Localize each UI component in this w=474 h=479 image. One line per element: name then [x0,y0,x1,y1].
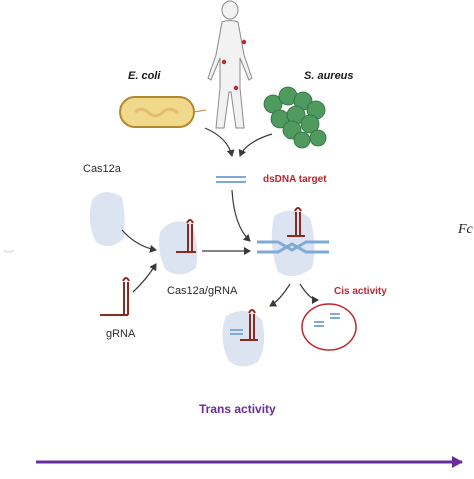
cis-activity-label: Cis activity [334,286,387,297]
cas12a-grna-complex [158,219,198,275]
edge-artifact [3,249,15,253]
arrow-grna-to-complex [132,263,157,293]
arrow-to-cis-cleavage [299,283,319,304]
e-coli-bacterium [119,96,207,128]
arrow-to-trans-cleavage [269,283,291,307]
s-aureus-label: S. aureus [304,70,354,82]
infection-site-marker [233,85,239,91]
dsdna-target-label: dsDNA target [263,174,327,185]
figure-label-fragment: Fc [458,222,473,237]
infection-site-marker [221,59,227,65]
cas12a-target-bound-complex [257,207,329,277]
cas12a-trans-active [222,309,265,367]
cis-cleavage-circle [301,303,357,351]
infection-site-marker [241,39,247,45]
arrow-ecoli-to-target [204,127,235,157]
s-aureus-cluster [263,86,327,149]
e-coli-label: E. coli [128,70,161,82]
arrow-target-to-bound [231,189,251,242]
dsdna-target-icon [216,176,246,183]
cas12a-enzyme-blob [89,192,125,247]
trans-activity-label: Trans activity [199,402,276,416]
arrow-saureus-to-target [238,133,273,157]
grna-label: gRNA [106,328,136,340]
cas12a-label: Cas12a [83,163,121,175]
cas12a-grna-label: Cas12a/gRNA [167,285,238,297]
grna-icon [100,277,130,316]
arrow-cas12a-to-complex [121,229,157,253]
human-figure [207,0,253,129]
